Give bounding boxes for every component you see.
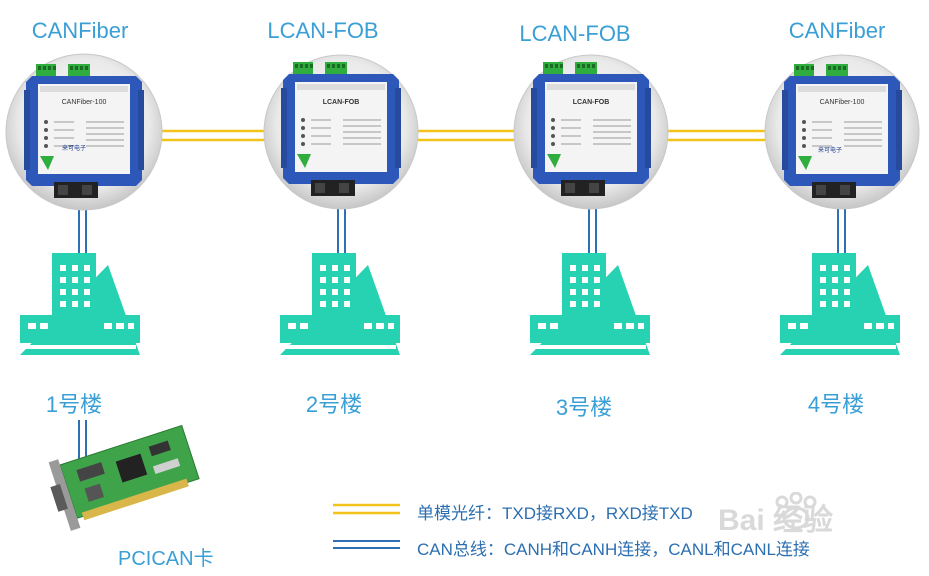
device-model-label: LCAN-FOB [573,99,610,106]
device-node-4 [764,54,920,210]
baidu-watermark: Bai 经验 [718,492,833,537]
legend-fiber-sample [333,503,400,515]
building-icon [20,253,140,355]
device-model-label: CANFiber-100 [820,99,865,106]
device-node-2 [263,54,419,210]
building-label: 4号楼 [807,392,865,417]
device-title: CANFiber [788,18,886,43]
canfiber-device-icon [781,63,903,199]
fiber-links [160,129,769,142]
can-links [78,205,846,488]
device-brand-label: 来可电子 [62,144,86,152]
legend-fiber-text: 单模光纤：TXD接RXD，RXD接TXD [417,504,693,523]
lcan-fob-device-icon [280,61,402,197]
device-model-label: LCAN-FOB [323,99,360,106]
paw-icon [775,492,817,530]
building-icon [530,253,650,355]
device-model-label: CANFiber-100 [62,99,107,106]
canfiber-device-icon [23,63,145,199]
legend-can-sample [333,540,400,549]
device-title: LCAN-FOB [519,21,631,46]
pcican-card-icon [48,424,200,531]
legend-can-text: CAN总线：CANH和CANH连接，CANL和CANL连接 [417,540,810,559]
pcican-card-label: PCICAN卡 [118,548,214,570]
building-icon [280,253,400,355]
building-label: 2号楼 [305,392,363,417]
device-node-1 [5,53,163,211]
watermark-text: Bai 经验 [718,503,833,537]
lcan-fob-device-icon [530,61,652,197]
building-icon [780,253,900,355]
device-title: LCAN-FOB [267,18,379,43]
building-label: 3号楼 [555,395,613,420]
device-brand-label: 来可电子 [818,146,842,154]
device-title: CANFiber [31,18,129,43]
building-label: 1号楼 [45,392,103,417]
device-node-3 [513,54,669,210]
